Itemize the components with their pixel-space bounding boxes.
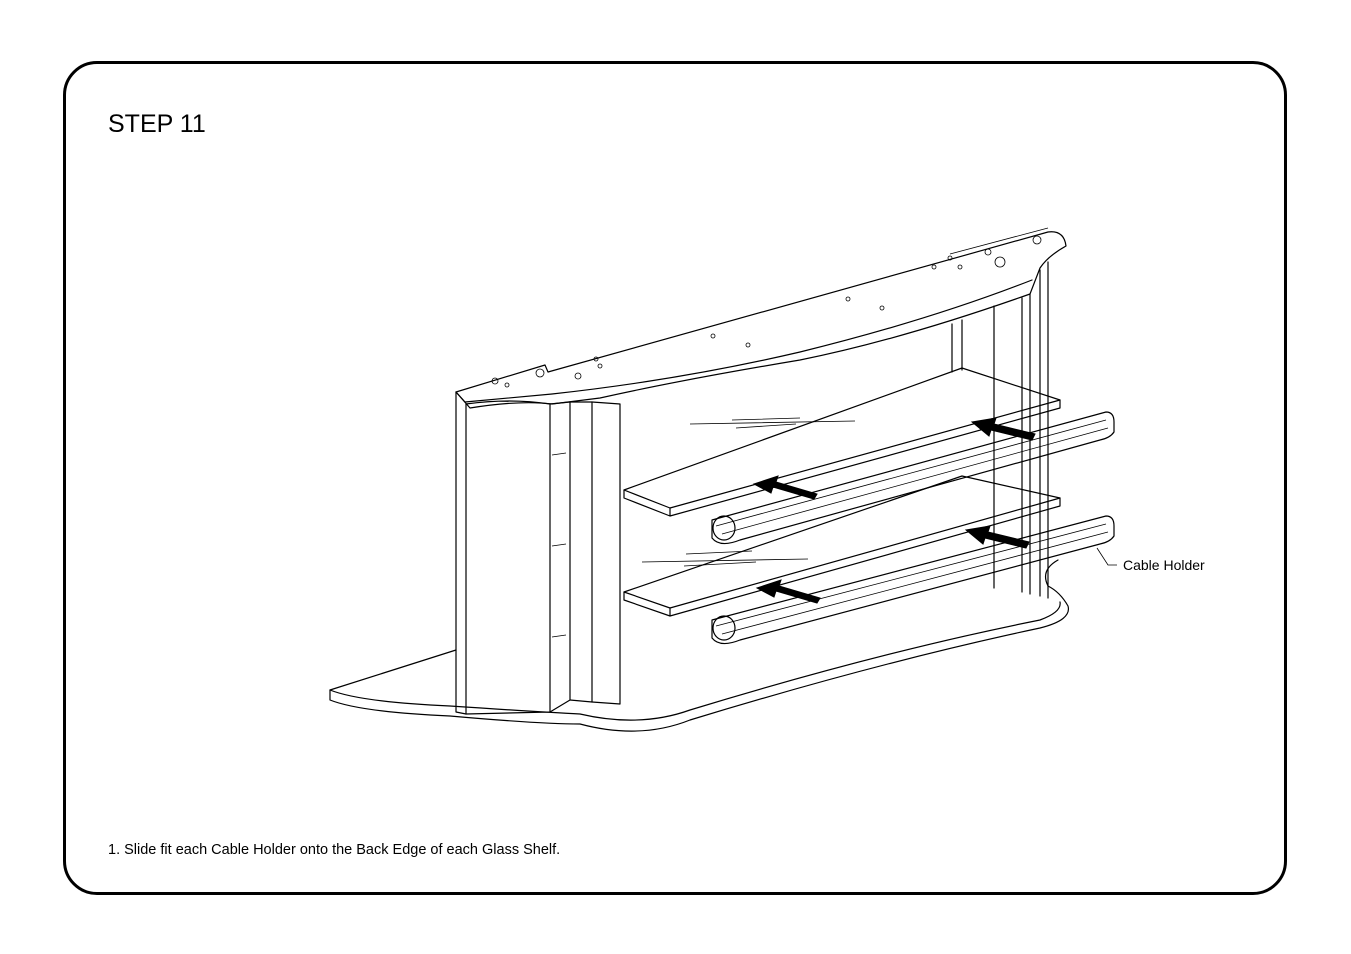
cable-holder-callout: Cable Holder — [1123, 557, 1205, 573]
instruction-step-1: 1. Slide fit each Cable Holder onto the … — [108, 842, 561, 858]
callout-leader — [1096, 547, 1117, 566]
step-title: STEP 11 — [108, 110, 206, 138]
left-leg — [455, 391, 621, 715]
upper-cable-holder — [711, 411, 1115, 545]
top-panel — [455, 227, 1067, 409]
step-frame — [63, 61, 1287, 895]
lower-glass-shelf — [623, 475, 1061, 617]
arrow-icon — [752, 417, 1036, 604]
lower-cable-holder — [711, 515, 1115, 645]
base-plate — [329, 559, 1070, 732]
upper-glass-shelf — [623, 367, 1061, 517]
